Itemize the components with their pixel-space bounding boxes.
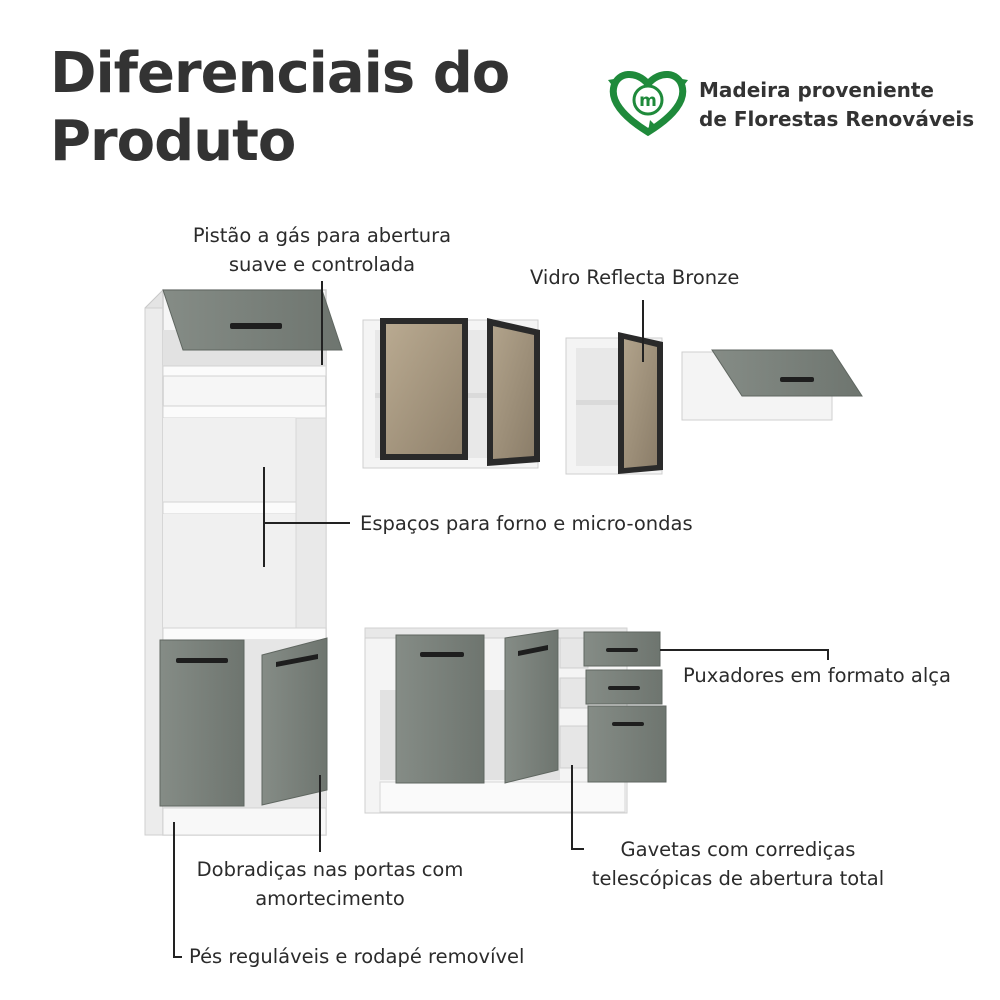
badge-icon-letter: m [639,91,657,111]
feature-piston-label: Pistão a gás para abertura suave e contr… [178,221,466,279]
feature-drawers-line1: Gavetas com corrediças [620,838,856,861]
recycle-leaf-m-icon: m [608,71,688,137]
callout-lines [173,281,829,958]
callout-drawers-line [571,765,584,850]
page-title-line1: Diferenciais do [50,41,510,106]
feature-hinges-label: Dobradiças nas portas com amortecimento [180,855,480,913]
feature-piston-line1: Pistão a gás para abertura [192,224,452,247]
feature-glass-label: Vidro Reflecta Bronze [530,263,739,292]
tall-oven-cabinet [144,288,343,836]
feature-drawers-line2: telescópicas de abertura total [591,867,885,890]
page-title-line2: Produto [50,109,296,174]
feature-spaces-label: Espaços para forno e micro-ondas [360,509,693,538]
page-title: Diferenciais do Produto [50,40,510,176]
badge-line1: Madeira proveniente [699,78,934,102]
callout-handles-line [660,649,829,660]
upper-glass-cabinet-double [362,318,540,469]
badge-text: Madeira proveniente de Florestas Renováv… [699,76,974,134]
feature-hinges-line2: amortecimento [255,887,405,910]
upper-glass-cabinet-single [565,332,663,475]
base-cabinet [364,627,667,814]
feature-feet-label: Pés reguláveis e rodapé removível [189,942,524,971]
feature-handles-label: Puxadores em formato alça [683,661,951,690]
callout-feet-line [173,822,182,958]
feature-handles-line1: Puxadores em formato alça [683,664,951,687]
feature-glass-line1: Vidro Reflecta Bronze [530,266,740,289]
upper-flap-cabinet [681,349,863,421]
renewable-wood-badge: m Madeira proveniente de Florestas Renov… [606,66,986,138]
feature-hinges-line1: Dobradiças nas portas com [196,858,464,881]
feature-feet-line1: Pés reguláveis e rodapé removível [189,945,525,968]
feature-piston-line2: suave e controlada [228,253,416,276]
feature-drawers-label: Gavetas com corrediças telescópicas de a… [580,835,896,893]
feature-spaces-line1: Espaços para forno e micro-ondas [360,512,693,535]
badge-line2: de Florestas Renováveis [699,107,975,131]
